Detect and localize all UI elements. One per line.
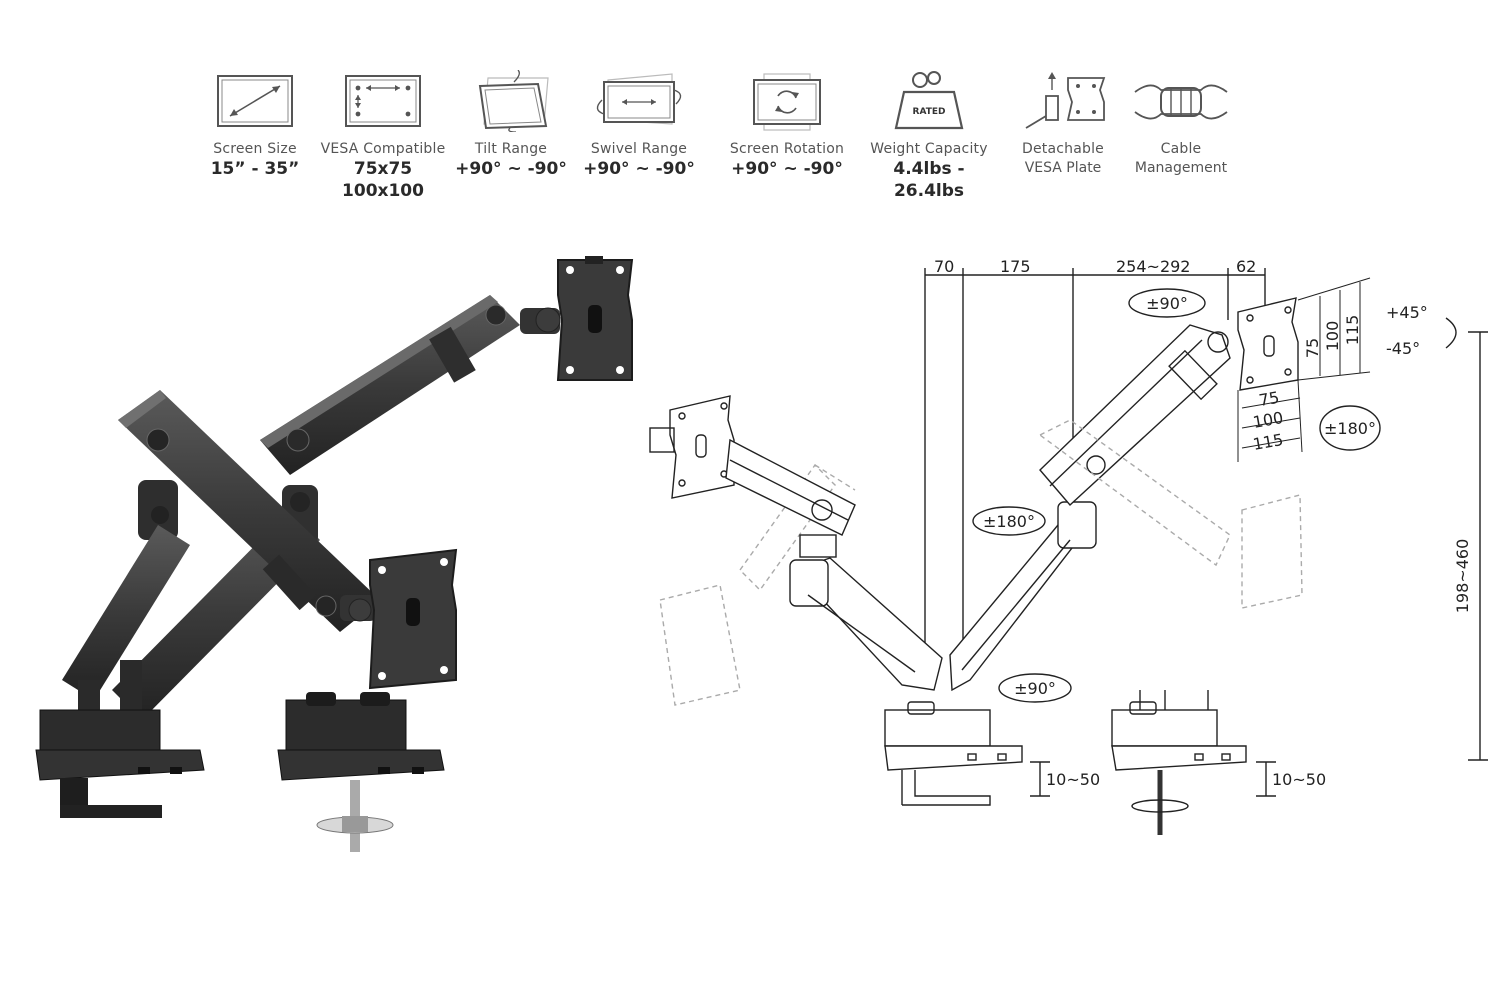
vesa-plate-bottom: [368, 548, 458, 690]
vesa-icon: [345, 75, 421, 127]
rotation-badge-lower: [998, 673, 1072, 703]
spec-value: 75x75 100x100: [342, 159, 424, 201]
dim-top-3: 254~292: [1116, 257, 1190, 276]
spec-value: 15” - 35”: [210, 159, 300, 179]
spec-label: Swivel Range: [590, 141, 688, 157]
drawing-lower-arm-right: [949, 501, 1097, 692]
rotation-badge-mid: [972, 506, 1046, 536]
drawing-base-grommet: [1111, 690, 1276, 835]
spec-label: Cable: [1160, 141, 1202, 157]
rotation-badge-upper: [1128, 288, 1206, 318]
base-grommet: [277, 692, 445, 852]
spec-label: Tilt Range: [474, 141, 548, 157]
tilt-arc: [1445, 317, 1457, 349]
ghost-arm-left: [659, 463, 856, 706]
dim-clamp-right: 10~50: [1272, 770, 1326, 789]
cable-icon: [1134, 84, 1228, 120]
dim-plate-right-100: 100: [1323, 321, 1342, 352]
upper-arm-left: [118, 390, 380, 632]
rotation-lower-label: ±90°: [1014, 679, 1056, 698]
spec-label: Screen Rotation: [729, 141, 845, 157]
spec-detachable-plate: Detachable VESA Plate: [998, 70, 1128, 178]
rotation-upper-label: ±90°: [1146, 294, 1188, 313]
height-dimension-line: [1468, 331, 1488, 761]
spec-value: +90° ~ -90°: [731, 159, 843, 179]
spec-label: Weight Capacity: [870, 141, 988, 157]
spec-label-2: VESA Plate: [1024, 160, 1102, 176]
plate-dimension-lines: [1237, 277, 1371, 462]
spec-label-2: Management: [1134, 160, 1228, 176]
spec-row: Screen Size 15” - 35” VESA Compatible 75…: [190, 70, 1250, 201]
spec-value: +90° ~ -90°: [455, 159, 567, 179]
dim-top-2: 175: [1000, 257, 1031, 276]
weight-icon: RATED: [894, 71, 964, 130]
spec-vesa: VESA Compatible 75x75 100x100: [318, 70, 448, 202]
rotation-icon: [753, 73, 821, 131]
screen-size-icon: [217, 75, 293, 127]
drawing-upper-arm-right: [1039, 324, 1231, 507]
drawing-base-clamp: [884, 701, 1050, 806]
dim-height: 198~460: [1453, 539, 1472, 613]
drawing-vesa-plate-left: [649, 395, 735, 499]
drawing-upper-arm-left: [725, 438, 856, 558]
tilt-up-label: +45°: [1386, 303, 1428, 322]
spec-value: +90° ~ -90°: [583, 159, 695, 179]
spec-label: Detachable: [1021, 141, 1104, 157]
dim-top-4: 62: [1236, 257, 1256, 276]
dimension-drawing: 70 175 254~292 62 198~460 10~50 10~50 75…: [649, 257, 1488, 835]
dual-monitor-arm-product-image: [35, 256, 634, 852]
spec-label: VESA Compatible: [320, 141, 446, 157]
spec-weight: RATED Weight Capacity 4.4lbs - 26.4lbs: [864, 70, 994, 202]
dim-plate-bottom-100: 100: [1251, 408, 1284, 432]
drawing-vesa-plate-right: [1237, 297, 1299, 391]
spec-rotation: Screen Rotation +90° ~ -90°: [722, 70, 852, 180]
spec-value: 4.4lbs - 26.4lbs: [893, 159, 965, 201]
dim-plate-bottom-115: 115: [1251, 430, 1284, 454]
tilt-down-label: -45°: [1386, 339, 1420, 358]
rotation-mid-label: ±180°: [983, 512, 1035, 531]
spec-cable-management: Cable Management: [1116, 70, 1246, 178]
base-clamp: [35, 709, 205, 818]
dim-plate-right-115: 115: [1343, 315, 1362, 346]
pole-right: [120, 660, 142, 720]
dim-clamp-left: 10~50: [1046, 770, 1100, 789]
spec-screen-size: Screen Size 15” - 35”: [190, 70, 320, 180]
detachable-plate-icon: [1025, 72, 1106, 129]
dim-plate-right-75: 75: [1303, 338, 1322, 358]
rated-badge: RATED: [913, 107, 946, 117]
dim-plate-bottom-75: 75: [1257, 388, 1280, 410]
top-dimension-line: [924, 268, 1266, 660]
drawing-lower-arm-left: [789, 557, 943, 691]
spec-tilt: Tilt Range +90° ~ -90°: [446, 70, 576, 180]
swivel-icon: [596, 73, 682, 125]
upper-arm-right: [260, 295, 561, 475]
rotation-head-label: ±180°: [1324, 419, 1376, 438]
tilt-icon: [478, 70, 549, 132]
spec-swivel: Swivel Range +90° ~ -90°: [574, 70, 704, 180]
ghost-arm-right: [1038, 419, 1303, 609]
spec-label: Screen Size: [213, 141, 297, 157]
rotation-badge-head: [1319, 405, 1381, 451]
vesa-plate-top: [556, 256, 634, 381]
lower-arm-front: [62, 480, 190, 700]
dim-top-1: 70: [934, 257, 954, 276]
